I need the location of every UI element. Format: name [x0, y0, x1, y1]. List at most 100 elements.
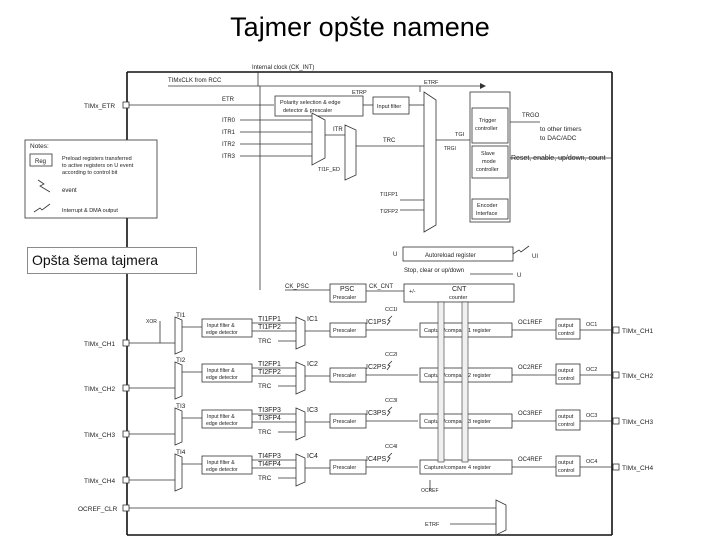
ocref-clr-label: OCREF_CLR	[78, 506, 118, 513]
ch2-prescaler-label: Prescaler	[333, 373, 356, 379]
ch2-output-line1: output	[558, 368, 574, 374]
ch1-fp2-label: TI1FP2	[258, 324, 281, 331]
ch3-ic-label: IC3	[307, 407, 318, 414]
ch3-output-pin	[612, 417, 620, 425]
ch3-filter-line2: edge detector	[206, 421, 238, 427]
event-symbol-icon	[37, 179, 51, 193]
itr3-label: ITR3	[222, 154, 236, 160]
preload-line1: Preload registers transferred	[62, 156, 132, 162]
ch3-ccr-label: Capture/compare 3 register	[424, 419, 491, 425]
notes-legend: Notes: Reg Preload registers transferred…	[24, 139, 158, 219]
ch2-icps-label: IC2PS	[366, 364, 387, 371]
counter-u-label: U	[517, 273, 521, 279]
ch4-output-control-box	[555, 455, 581, 477]
ch2-output-pin-label: TIMx_CH2	[622, 373, 653, 380]
ch1-prescaler-label: Prescaler	[333, 328, 356, 334]
ch4-trc-label: TRC	[258, 475, 272, 482]
ch4-cc-interrupt-icon	[386, 452, 393, 463]
ch2-filter-box	[201, 363, 253, 383]
ch1-input-pin	[122, 339, 130, 347]
slave-controller-box	[471, 145, 509, 179]
encoder-line1: Encoder	[477, 203, 498, 209]
ocref-clr-mux	[495, 499, 507, 536]
counter-section: U Autoreload register UI Stop, clear or …	[259, 86, 538, 303]
ch2-out-label: OC2	[586, 367, 597, 373]
itr0-label: ITR0	[222, 118, 236, 124]
ch4-ic-mux	[295, 453, 306, 487]
ch3-trc-label: TRC	[258, 429, 272, 436]
ch2-output-pin	[612, 371, 620, 379]
ch4-output-pin-label: TIMx_CH4	[622, 465, 653, 472]
etr-pin	[122, 101, 130, 109]
ch4-prescaler-label: Prescaler	[333, 465, 356, 471]
ch3-prescaler-label: Prescaler	[333, 419, 356, 425]
ocref-small-label: OCREF	[421, 488, 439, 494]
counter-bus	[437, 301, 469, 463]
etr-pin-label: TIMx_ETR	[84, 103, 115, 110]
ti2fp2-top-label: TI2FP2	[380, 209, 398, 215]
ch3-filter-box	[201, 409, 253, 429]
ch1-trc-label: TRC	[258, 338, 272, 345]
itr2-label: ITR2	[222, 142, 236, 148]
ch3-input-pin	[122, 430, 130, 438]
ch2-trc-label: TRC	[258, 383, 272, 390]
ocref-clr-pin	[122, 504, 130, 512]
ch4-output-line2: control	[558, 468, 575, 474]
ch3-ic-mux	[295, 407, 306, 441]
autoreload-u-label: U	[393, 252, 397, 258]
stop-clear-label: Stop, clear or up/down	[404, 268, 464, 274]
ch3-input-pin-label: TIMx_CH3	[84, 432, 115, 439]
slave-controller-line2: mode	[482, 159, 496, 165]
ch3-out-label: OC3	[586, 413, 597, 419]
ch2-cc-label: CC2I	[385, 352, 398, 358]
ti1f-ed-label: TI1F_ED	[318, 167, 340, 173]
etr-path: TIMx_ETR ETR Polarity selection & edge d…	[84, 80, 439, 117]
ch1-ic-mux	[295, 316, 306, 350]
interrupt-symbol-icon	[33, 203, 51, 213]
ch2-output-line2: control	[558, 376, 575, 382]
reg-symbol	[29, 153, 53, 167]
ch1-ti-label: TI1	[176, 312, 186, 319]
ch3-cc-interrupt-icon	[386, 406, 393, 417]
ch3-ti-label: TI3	[176, 403, 186, 410]
psc-prescaler-box	[329, 283, 367, 303]
notes-box	[24, 139, 158, 219]
ch3-icps-label: IC3PS	[366, 410, 387, 417]
itr1-label: ITR1	[222, 130, 236, 136]
ch4-filter-line2: edge detector	[206, 467, 238, 473]
ch2-ocref-label: OC2REF	[518, 365, 543, 371]
trgi-mux	[344, 124, 357, 181]
ch2-cc-interrupt-icon	[386, 360, 393, 371]
ch4-ocref-label: OC4REF	[518, 457, 543, 463]
trigger-selection-mux	[423, 91, 437, 233]
ch3-output-line1: output	[558, 414, 574, 420]
ch1-xor-label: XOR	[146, 319, 157, 325]
ch4-output-line1: output	[558, 460, 574, 466]
to-dac-adc: to DAC/ADC	[540, 135, 577, 142]
slave-controller-line3: controller	[476, 167, 499, 173]
ui-label: UI	[532, 254, 538, 260]
ch4-input-pin	[122, 476, 130, 484]
ch3-fp2-label: TI3FP4	[258, 415, 281, 422]
etrp-label: ETRP	[352, 90, 367, 96]
itr-mux	[311, 112, 326, 166]
polarity-selection-box	[274, 95, 364, 117]
ch2-ti-label: TI2	[176, 357, 186, 364]
ch1-ti-mux	[174, 316, 183, 355]
ch1-out-label: OC1	[586, 322, 597, 328]
ch2-filter-line1: Input filter &	[207, 368, 235, 374]
ch4-out-label: OC4	[586, 459, 597, 465]
ch1-filter-line1: Input filter &	[207, 323, 235, 329]
slave-controller-line1: Slave	[481, 151, 495, 157]
ch2-ic-label: IC2	[307, 361, 318, 368]
ch1-output-control-box	[555, 318, 581, 340]
polarity-box-line2: detector & prescaler	[283, 108, 332, 114]
ch4-icps-label: IC4PS	[366, 456, 387, 463]
itr-inputs: ITR0 ITR1 ITR2 ITR3 ITR TI1F_ED TRC TGI …	[222, 91, 470, 233]
reg-label: Reg	[35, 159, 46, 165]
ch4-input-pin-label: TIMx_CH4	[84, 478, 115, 485]
ch4-filter-line1: Input filter &	[207, 460, 235, 466]
ch2-input-pin	[122, 384, 130, 392]
ch4-ti-label: TI4	[176, 449, 186, 456]
ch2-ti-mux	[174, 361, 183, 400]
